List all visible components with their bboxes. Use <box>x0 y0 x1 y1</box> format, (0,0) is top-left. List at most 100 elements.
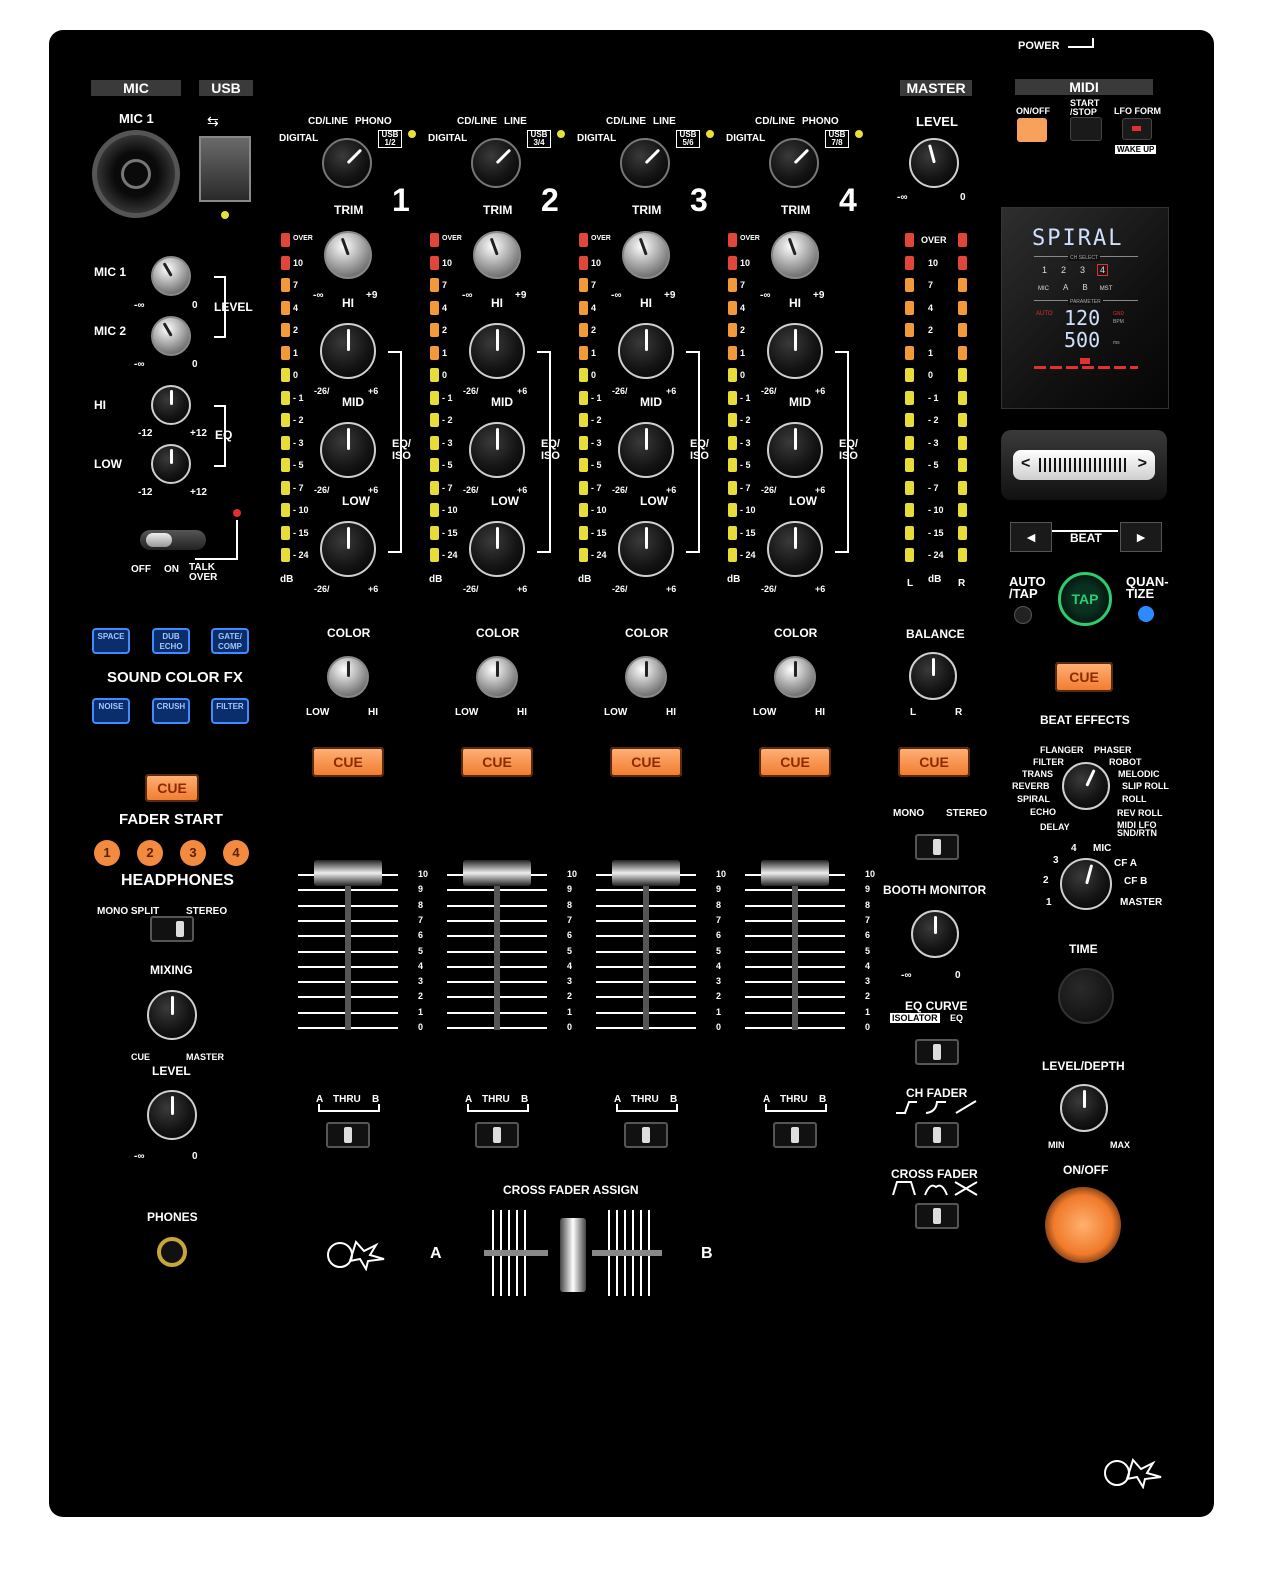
mic2-level-knob[interactable] <box>151 316 191 356</box>
meter-segment <box>905 413 914 427</box>
tap-button[interactable]: TAP <box>1058 572 1112 626</box>
hp-level-knob[interactable] <box>147 1090 197 1140</box>
ch4-eq-hi-knob[interactable] <box>767 323 823 379</box>
ch2-fader-cap[interactable] <box>463 860 531 886</box>
ch3-color-knob[interactable] <box>625 656 667 698</box>
ch1-fader-cap[interactable] <box>314 860 382 886</box>
fader-start-3-button[interactable]: 3 <box>180 840 206 866</box>
fader-start-4-button[interactable]: 4 <box>223 840 249 866</box>
crossfader-cap[interactable] <box>560 1218 586 1292</box>
mic-low-knob[interactable] <box>151 444 191 484</box>
display-src-mst: MST <box>1099 286 1113 292</box>
ch2-cue-button[interactable]: CUE <box>461 747 533 777</box>
ch1-eq-hi-knob[interactable] <box>320 323 376 379</box>
eq-curve-switch[interactable] <box>915 1039 959 1065</box>
ch1-cue-button[interactable]: CUE <box>312 747 384 777</box>
ch4-color-knob[interactable] <box>774 656 816 698</box>
ch3-eq-mid-knob[interactable] <box>618 422 674 478</box>
touch-strip[interactable]: < > <box>1013 450 1155 480</box>
ch4-trim-knob[interactable] <box>771 231 819 279</box>
meter-segment <box>905 233 914 247</box>
fx-space-button[interactable]: SPACE <box>92 628 130 654</box>
ch3-input-select-knob[interactable] <box>620 138 670 188</box>
ch2-eq-low-knob[interactable] <box>469 521 525 577</box>
mono-split-switch[interactable] <box>150 916 194 942</box>
ch1-meter-scale-label: OVER <box>293 235 313 242</box>
ch3-eq-low-knob[interactable] <box>618 521 674 577</box>
ch3-eq-hi-knob[interactable] <box>618 323 674 379</box>
fx-noise-button[interactable]: NOISE <box>92 698 130 724</box>
ch4-eq-mid-knob[interactable] <box>767 422 823 478</box>
ch4-eq-low-knob[interactable] <box>767 521 823 577</box>
ch3-mid-label: MID <box>640 395 662 409</box>
meter-segment <box>430 480 439 495</box>
ch2-color-knob[interactable] <box>476 656 518 698</box>
midi-on-off-button[interactable] <box>1017 118 1047 142</box>
ch3-cue-button[interactable]: CUE <box>610 747 682 777</box>
fx-crush-button[interactable]: CRUSH <box>152 698 190 724</box>
ch4-crossfader-assign-switch[interactable] <box>773 1122 817 1148</box>
fx-filter-button[interactable]: FILTER <box>211 698 249 724</box>
ch1-crossfader-assign-switch[interactable] <box>326 1122 370 1148</box>
ch2-trim-knob[interactable] <box>473 231 521 279</box>
ch2-eq-mid-knob[interactable] <box>469 422 525 478</box>
mixing-knob[interactable] <box>147 990 197 1040</box>
meter-segment <box>430 458 439 472</box>
meter-segment <box>958 413 967 427</box>
lfo-led <box>1132 126 1141 131</box>
beat-effect-option: SLIP ROLL <box>1122 781 1169 791</box>
fader-start-1-button[interactable]: 1 <box>94 840 120 866</box>
ch1-input-select-knob[interactable] <box>322 138 372 188</box>
ch4-input-select-knob[interactable] <box>769 138 819 188</box>
fx-gate-comp-button[interactable]: GATE/ COMP <box>211 628 249 654</box>
usb-port[interactable] <box>199 136 251 202</box>
ch2-eq-hi-knob[interactable] <box>469 323 525 379</box>
ch1-trim-knob[interactable] <box>324 231 372 279</box>
ch2-input-select-knob[interactable] <box>471 138 521 188</box>
cross-fader-curve-switch[interactable] <box>915 1203 959 1229</box>
ch3-fader-cap[interactable] <box>612 860 680 886</box>
mic-cue-button[interactable]: CUE <box>145 774 199 802</box>
ch3-trim-knob[interactable] <box>622 231 670 279</box>
ch3-meter-db-label: dB <box>578 574 592 585</box>
ch4-trim-label: TRIM <box>781 203 811 217</box>
quantize-button[interactable] <box>1138 606 1154 622</box>
ch1-color-knob[interactable] <box>327 656 369 698</box>
beat-left-button[interactable]: ◄ <box>1010 522 1052 552</box>
ch1-eq-mid-knob[interactable] <box>320 422 376 478</box>
beat-effect-select-knob[interactable] <box>1062 762 1110 810</box>
master-cue-button[interactable]: CUE <box>898 747 970 777</box>
fx-dub-echo-button[interactable]: DUB ECHO <box>152 628 190 654</box>
ch4-low-label: LOW <box>789 494 817 508</box>
ch2-crossfader-assign-switch[interactable] <box>475 1122 519 1148</box>
booth-max-label: 0 <box>955 970 961 981</box>
master-level-knob[interactable] <box>909 138 959 188</box>
balance-knob[interactable] <box>909 652 957 700</box>
crossfader[interactable] <box>480 1210 666 1296</box>
booth-monitor-knob[interactable] <box>911 910 959 958</box>
beat-fx-cue-button[interactable]: CUE <box>1055 662 1113 692</box>
lfo-form-button[interactable] <box>1122 118 1152 140</box>
ch3-crossfader-assign-switch[interactable] <box>624 1122 668 1148</box>
time-knob[interactable] <box>1058 968 1114 1024</box>
ch1-eq-low-knob[interactable] <box>320 521 376 577</box>
mic-on-off-switch[interactable] <box>140 530 206 550</box>
beat-right-button[interactable]: ► <box>1120 522 1162 552</box>
mic-hi-knob[interactable] <box>151 385 191 425</box>
ch-fader-curve-switch[interactable] <box>915 1122 959 1148</box>
meter-segment <box>905 278 914 292</box>
mic-xlr-jack[interactable] <box>92 130 180 218</box>
midi-start-stop-button[interactable] <box>1070 117 1102 141</box>
phones-jack[interactable] <box>157 1237 187 1267</box>
beat-fx-on-off-button[interactable] <box>1045 1187 1121 1263</box>
mono-stereo-switch[interactable] <box>915 834 959 860</box>
ch4-cue-button[interactable]: CUE <box>759 747 831 777</box>
auto-tap-button[interactable] <box>1014 606 1032 624</box>
level-depth-knob[interactable] <box>1060 1084 1108 1132</box>
fx-channel-select-knob[interactable] <box>1060 858 1112 910</box>
ch4-fader-cap[interactable] <box>761 860 829 886</box>
mic1-level-knob[interactable] <box>151 256 191 296</box>
meter-segment <box>905 548 914 562</box>
fader-start-2-button[interactable]: 2 <box>137 840 163 866</box>
